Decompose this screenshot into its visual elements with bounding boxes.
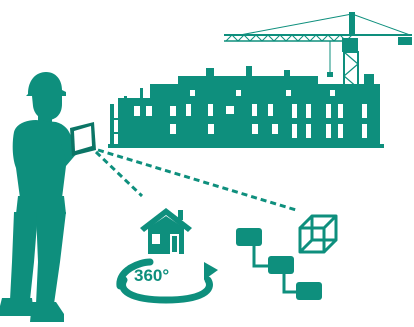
rotation-360-icon: 360°: [116, 258, 218, 304]
connection-lines: [94, 148, 297, 212]
tablet-icon: [70, 122, 96, 156]
cube-icon: [298, 214, 338, 254]
building-under-construction: [108, 66, 384, 148]
worker-icon: [0, 72, 86, 322]
hierarchy-icon: [236, 228, 322, 300]
house-icon: [140, 208, 192, 254]
label-360: 360°: [134, 266, 169, 285]
building-windows: [134, 90, 367, 138]
